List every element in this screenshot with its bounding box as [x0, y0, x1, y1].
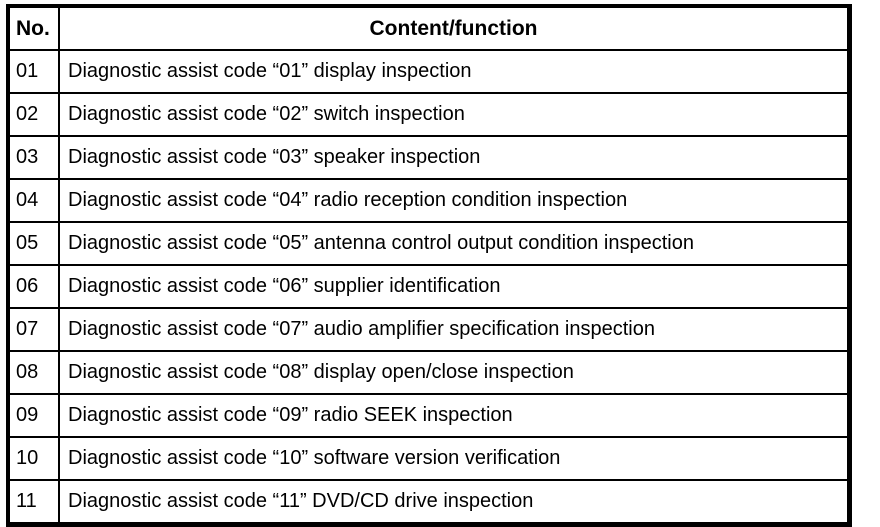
- row-content: Diagnostic assist code “10” software ver…: [58, 436, 852, 481]
- row-content: Diagnostic assist code “08” display open…: [58, 350, 852, 395]
- row-number: 06: [6, 264, 60, 309]
- row-content: Diagnostic assist code “04” radio recept…: [58, 178, 852, 223]
- table-row: 07 Diagnostic assist code “07” audio amp…: [6, 307, 852, 352]
- table-row: 05 Diagnostic assist code “05” antenna c…: [6, 221, 852, 266]
- table-row: 01 Diagnostic assist code “01” display i…: [6, 49, 852, 94]
- row-content: Diagnostic assist code “03” speaker insp…: [58, 135, 852, 180]
- table-row: 10 Diagnostic assist code “10” software …: [6, 436, 852, 481]
- table-row: 04 Diagnostic assist code “04” radio rec…: [6, 178, 852, 223]
- row-number: 03: [6, 135, 60, 180]
- row-content: Diagnostic assist code “09” radio SEEK i…: [58, 393, 852, 438]
- table-row: 06 Diagnostic assist code “06” supplier …: [6, 264, 852, 309]
- row-number: 07: [6, 307, 60, 352]
- table-row: 02 Diagnostic assist code “02” switch in…: [6, 92, 852, 137]
- column-header-content-function: Content/function: [58, 4, 852, 51]
- row-content: Diagnostic assist code “11” DVD/CD drive…: [58, 479, 852, 527]
- row-number: 04: [6, 178, 60, 223]
- row-number: 01: [6, 49, 60, 94]
- row-number: 11: [6, 479, 60, 527]
- row-content: Diagnostic assist code “02” switch inspe…: [58, 92, 852, 137]
- row-number: 09: [6, 393, 60, 438]
- diagnostic-assist-code-table: No. Content/function 01 Diagnostic assis…: [6, 4, 852, 527]
- table-row: 08 Diagnostic assist code “08” display o…: [6, 350, 852, 395]
- table-row: 09 Diagnostic assist code “09” radio SEE…: [6, 393, 852, 438]
- table-row: 11 Diagnostic assist code “11” DVD/CD dr…: [6, 479, 852, 527]
- column-header-no: No.: [6, 4, 60, 51]
- row-number: 08: [6, 350, 60, 395]
- row-content: Diagnostic assist code “05” antenna cont…: [58, 221, 852, 266]
- table-row: 03 Diagnostic assist code “03” speaker i…: [6, 135, 852, 180]
- row-content: Diagnostic assist code “01” display insp…: [58, 49, 852, 94]
- row-content: Diagnostic assist code “07” audio amplif…: [58, 307, 852, 352]
- row-content: Diagnostic assist code “06” supplier ide…: [58, 264, 852, 309]
- row-number: 05: [6, 221, 60, 266]
- row-number: 10: [6, 436, 60, 481]
- row-number: 02: [6, 92, 60, 137]
- table-header-row: No. Content/function: [6, 4, 852, 51]
